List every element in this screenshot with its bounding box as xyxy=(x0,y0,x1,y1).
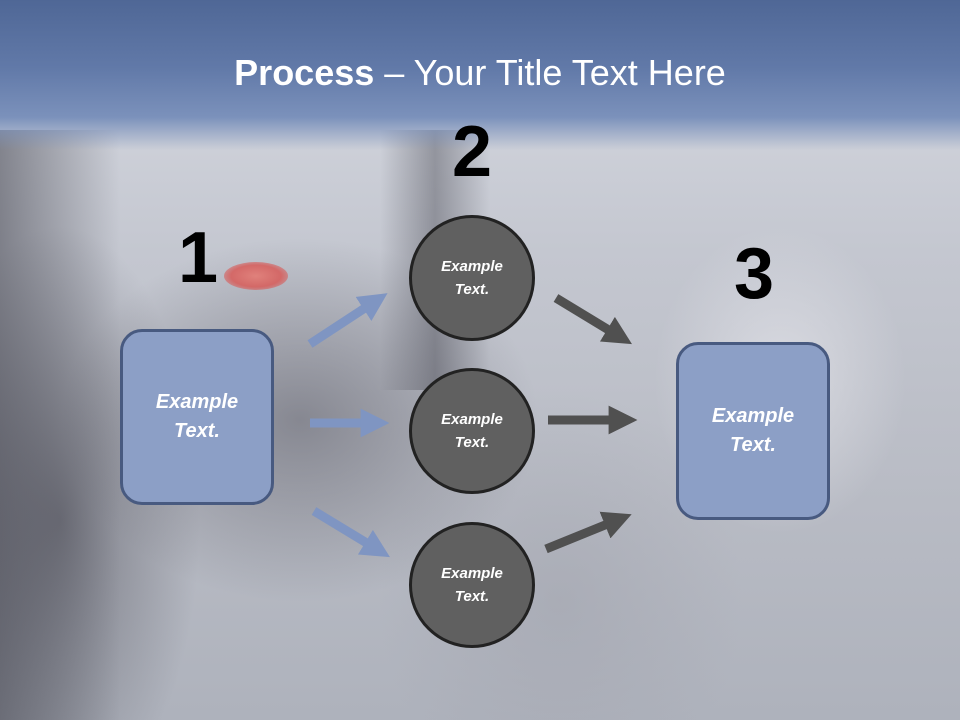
step-3-text: Example Text. xyxy=(711,405,795,456)
arrow-dark-up xyxy=(544,511,632,554)
title-bold: Process xyxy=(234,52,375,93)
title-rest: – Your Title Text Here xyxy=(374,52,726,93)
arrow-blue-up xyxy=(307,293,388,348)
middle-node-1-text: Example Text. xyxy=(441,257,503,298)
arrow-dark-down xyxy=(553,294,633,345)
middle-node-3-text: Example Text. xyxy=(441,564,503,605)
step-3-box: Example Text. xyxy=(676,342,830,520)
middle-node-3: Example Text. xyxy=(409,522,535,648)
step-number-3: 3 xyxy=(733,234,775,314)
middle-node-2: Example Text. xyxy=(409,368,535,494)
step-1-box: Example Text. xyxy=(120,329,274,505)
step-number-2: 2 xyxy=(451,112,493,192)
middle-node-2-text: Example Text. xyxy=(441,410,503,451)
background-lips xyxy=(224,262,288,290)
slide-title: Process – Your Title Text Here xyxy=(0,52,960,94)
middle-node-1: Example Text. xyxy=(409,215,535,341)
arrow-blue-down xyxy=(311,507,391,558)
title-band xyxy=(0,0,960,150)
step-1-text: Example Text. xyxy=(155,391,239,442)
background-shadow-left xyxy=(0,130,120,720)
step-number-1: 1 xyxy=(177,218,219,298)
